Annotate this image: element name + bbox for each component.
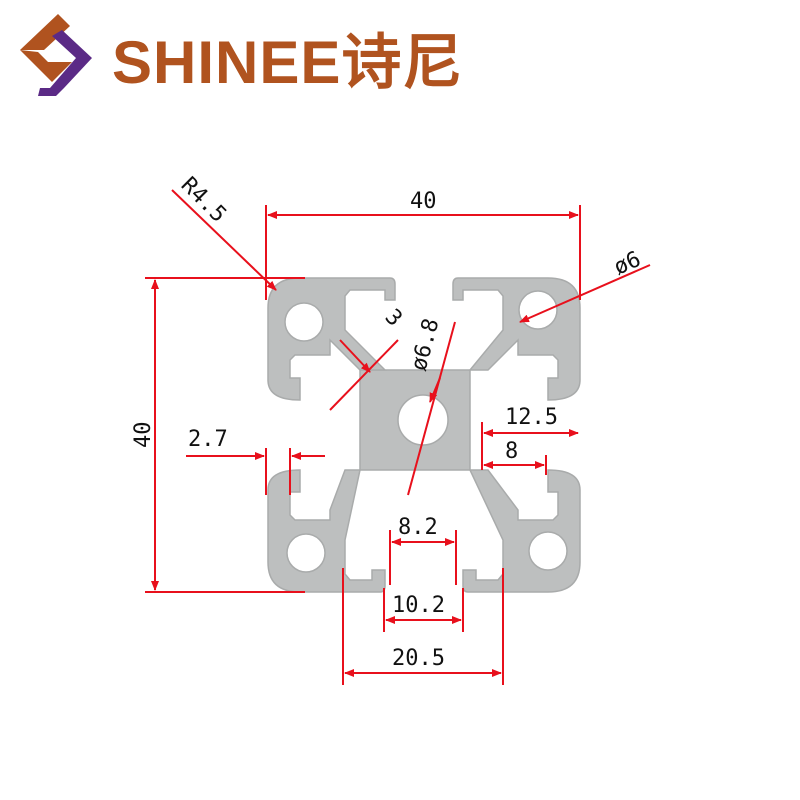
corner-hole-bl [286,533,326,573]
dim-height-label: 40 [131,422,156,449]
dim-slot-opening-label: 8.2 [398,515,438,540]
corner-hole-tr [518,290,558,330]
dim-slot-outer-depth-label: 12.5 [505,405,558,430]
dim-wall-label: 2.7 [188,427,228,452]
dim-slot-inner-depth-label: 8 [505,439,518,464]
dim-width-label: 40 [410,189,437,214]
logo-mark-icon [20,14,92,96]
dim-hole-label: ø6 [610,247,644,281]
corner-hole-tl [284,302,324,342]
dim-slot-outer-label: 20.5 [392,646,445,671]
dim-bore-label: ø6.8 [407,316,445,374]
shinee-logo: SHINEE诗尼 [0,0,500,110]
center-bore-hole [397,394,449,446]
brand-name: SHINEE诗尼 [112,29,464,96]
dim-web-label: 3 [380,305,407,332]
aluminium-profile [267,277,581,593]
dimension-lines [145,189,651,685]
corner-hole-br [528,531,568,571]
dim-slot-inner-label: 10.2 [392,593,445,618]
